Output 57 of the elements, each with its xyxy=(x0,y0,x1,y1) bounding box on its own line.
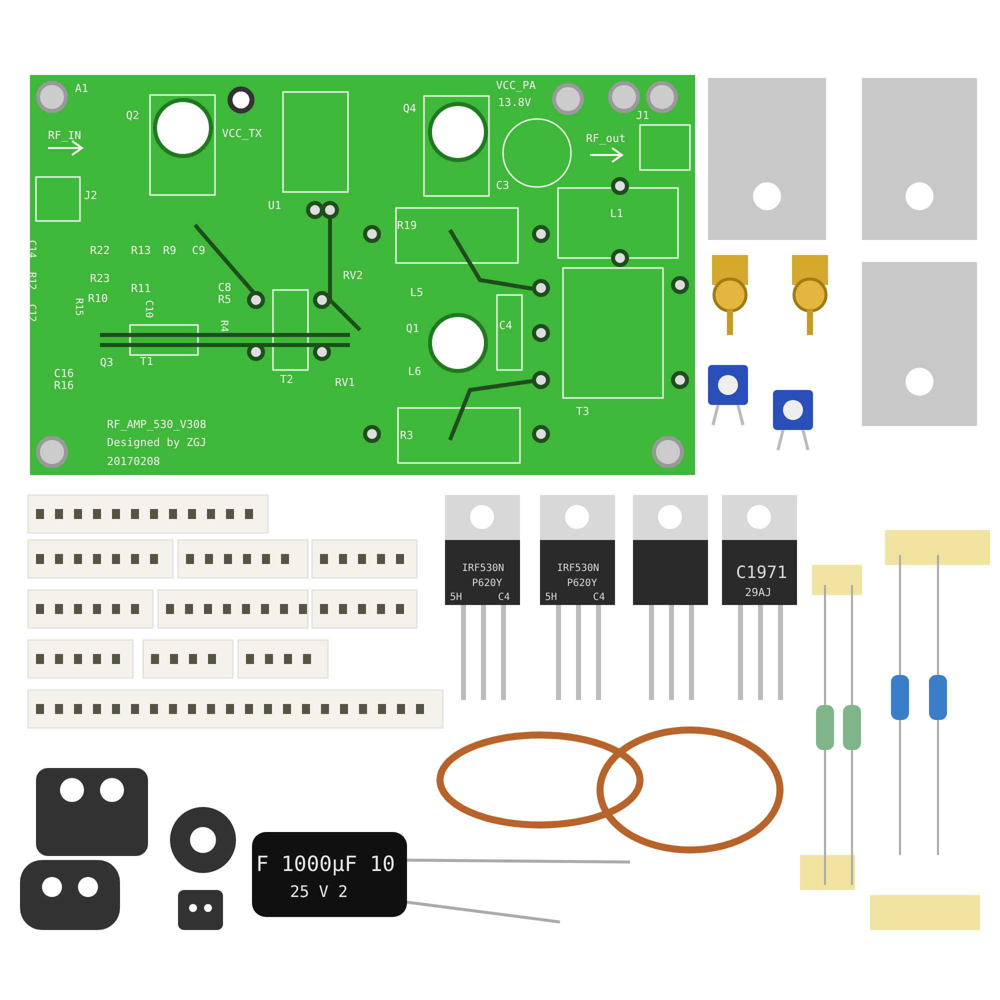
part-designator: C9 xyxy=(192,245,206,256)
part-designator: C16 xyxy=(54,368,74,379)
part-marking: 5H xyxy=(545,593,558,603)
part-marking: C4 xyxy=(593,593,606,603)
part-marking: 29AJ xyxy=(745,587,772,598)
power-label: VCC_PA xyxy=(496,80,536,91)
part-designator: C8 xyxy=(218,282,232,293)
part-designator: L1 xyxy=(610,208,624,219)
part-designator: R12 xyxy=(26,272,36,290)
part-designator: R19 xyxy=(397,220,417,231)
part-designator: RV1 xyxy=(335,377,355,388)
board-label: RF_AMP_530_V308 xyxy=(107,419,206,430)
part-designator: J2 xyxy=(84,190,98,201)
part-designator: Q2 xyxy=(126,110,140,121)
part-designator: A1 xyxy=(75,83,88,94)
capacitor-rating: F 1000μF 10 xyxy=(256,854,396,875)
signal-label: RF_IN xyxy=(48,130,82,141)
part-marking: IRF530N xyxy=(462,564,504,574)
part-designator: C14 xyxy=(26,240,36,258)
part-designator: R11 xyxy=(131,283,151,294)
part-designator: U1 xyxy=(268,200,282,211)
part-marking: IRF530N xyxy=(557,564,600,574)
part-designator: C4 xyxy=(499,320,512,331)
part-designator: R15 xyxy=(73,298,83,316)
capacitor-rating: 25 V 2 xyxy=(290,884,348,900)
part-designator: R5 xyxy=(218,294,232,305)
part-designator: C12 xyxy=(26,304,36,322)
part-marking: 5H xyxy=(450,593,462,603)
part-designator: R16 xyxy=(54,380,74,391)
power-label: VCC_TX xyxy=(222,128,262,139)
part-designator: R13 xyxy=(131,245,151,256)
part-marking: C4 xyxy=(498,593,510,603)
part-marking: C1971 xyxy=(736,565,788,582)
part-designator: T2 xyxy=(280,374,294,385)
part-designator: RV2 xyxy=(343,270,363,281)
part-designator: T3 xyxy=(576,406,590,417)
part-designator: Q4 xyxy=(403,103,416,114)
part-designator: R23 xyxy=(90,273,110,284)
part-designator: R10 xyxy=(88,293,108,304)
part-designator: R9 xyxy=(163,245,176,256)
part-designator: C10 xyxy=(143,300,153,318)
part-designator: Q1 xyxy=(406,323,420,334)
part-designator: J1 xyxy=(636,110,650,121)
part-designator: L5 xyxy=(410,287,424,298)
part-designator: Q3 xyxy=(100,357,114,368)
date-label: 20170208 xyxy=(107,456,160,467)
part-designator: L6 xyxy=(408,366,422,377)
voltage-label: 13.8V xyxy=(498,97,532,108)
part-marking: P620Y xyxy=(472,579,502,589)
part-designator: R22 xyxy=(90,245,110,256)
board-label: Designed by ZGJ xyxy=(107,437,206,448)
part-designator: T1 xyxy=(140,356,154,367)
part-designator: R3 xyxy=(400,430,414,441)
signal-label: RF_out xyxy=(586,133,626,144)
part-marking: P620Y xyxy=(567,579,598,589)
part-designator: R4 xyxy=(218,320,228,332)
part-designator: C3 xyxy=(496,180,510,191)
